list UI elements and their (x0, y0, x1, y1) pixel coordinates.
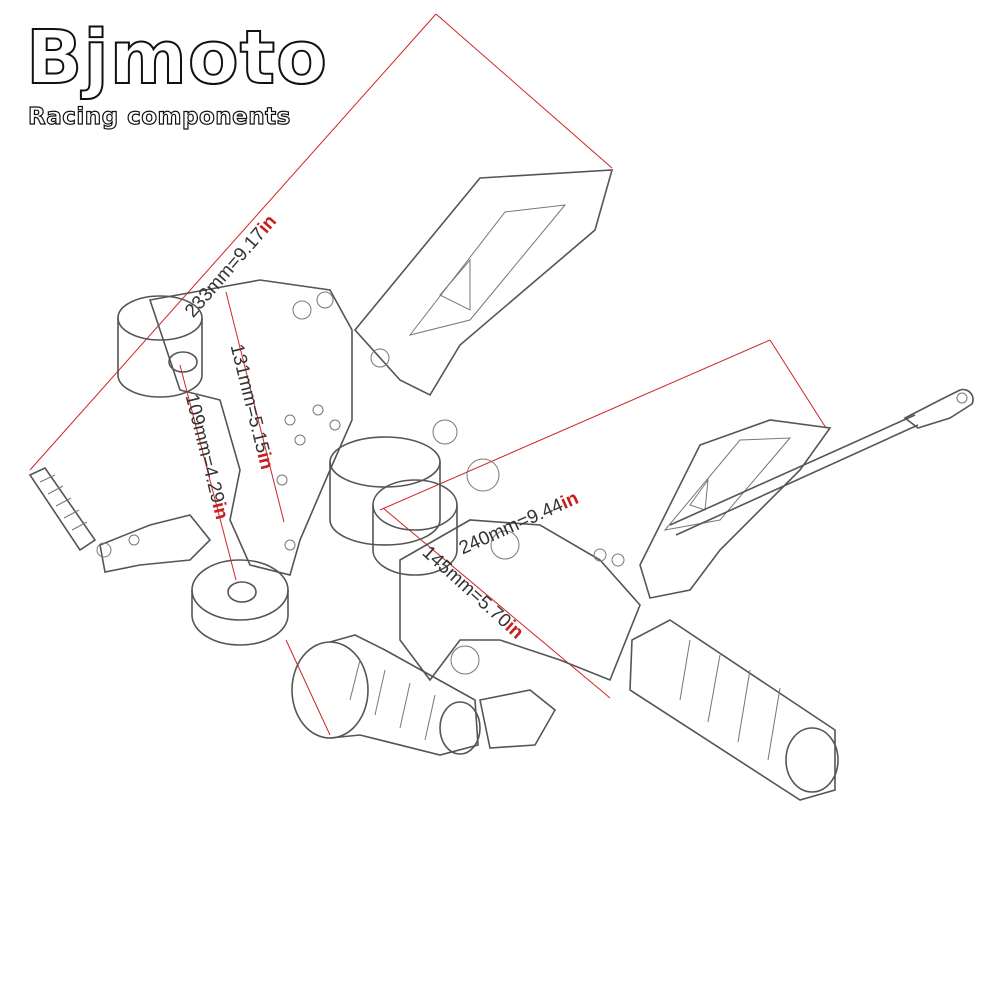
upper-heel-guard (353, 169, 614, 397)
left-mount-plate (117, 279, 353, 646)
brand-logo: Bjmoto Racing components (25, 15, 346, 138)
brand-tagline: Racing components (27, 103, 291, 130)
shift-lever (28, 466, 212, 573)
center-pivot (292, 291, 500, 576)
dimension-lines (29, 13, 827, 736)
brand-name: Bjmoto (25, 15, 328, 101)
brake-lever (291, 634, 557, 756)
shift-linkage-rod (669, 388, 974, 536)
right-foot-peg (629, 619, 839, 801)
